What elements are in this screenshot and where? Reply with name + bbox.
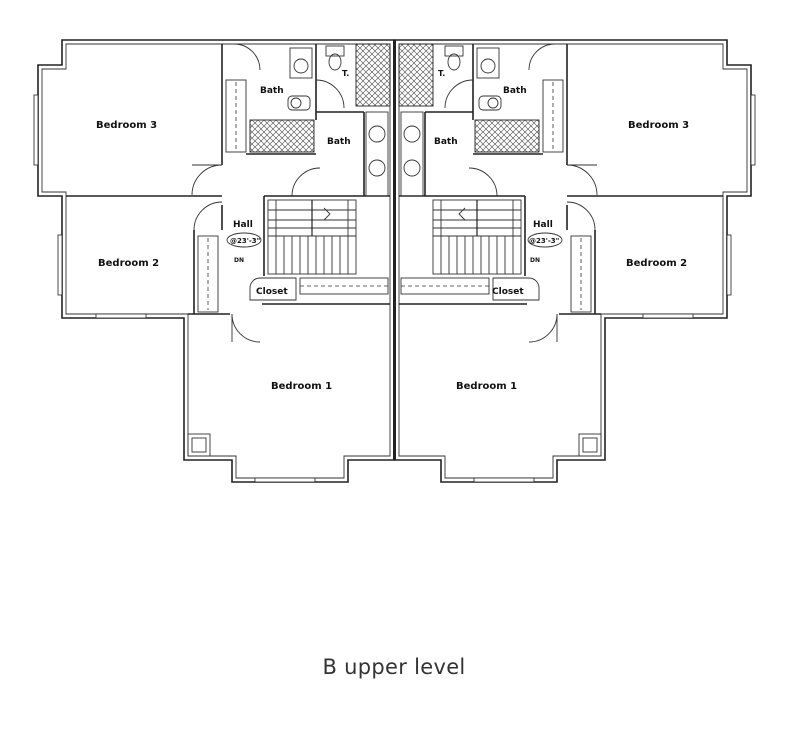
exterior-wall-inner (41, 43, 391, 479)
ceiling-tag: @23'-3" (529, 237, 559, 245)
sink-icon (403, 159, 421, 177)
ceiling-tag-outline (226, 232, 262, 248)
room-label-bedroom1: Bedroom 1 (456, 381, 517, 392)
unit-left: Bedroom 3 Bedroom 2 Bedroom 1 Bath Bath … (33, 39, 395, 483)
sink-icon (368, 159, 386, 177)
room-label-bath-lower: Bath (434, 137, 458, 147)
window (33, 94, 39, 166)
door-swing (444, 79, 474, 109)
ceiling-tag-outline (527, 232, 563, 248)
toilet-icon (480, 58, 496, 74)
toilet-tank (289, 47, 313, 79)
toilet-icon (328, 53, 342, 71)
room-label-bedroom3: Bedroom 3 (628, 120, 689, 131)
sink-icon (368, 125, 386, 143)
door-swing (233, 43, 261, 71)
door-swing (231, 313, 261, 343)
toilet-icon (447, 53, 461, 71)
room-label-hall: Hall (233, 220, 253, 230)
room-label-bath-upper: Bath (260, 86, 284, 96)
door-swing (315, 79, 345, 109)
exterior-wall-inner (398, 43, 748, 479)
tub-mark: T. (342, 69, 349, 78)
room-label-bath-lower: Bath (327, 137, 351, 147)
sink-bowl (487, 97, 499, 109)
door-swing (528, 313, 558, 343)
stair-arrow-icon (323, 207, 331, 221)
room-label-bedroom1: Bedroom 1 (271, 381, 332, 392)
door-swing (191, 164, 223, 196)
toilet-tank (476, 47, 500, 79)
corner-detail (191, 437, 207, 453)
corner-detail (187, 433, 211, 457)
shower-tile (249, 119, 315, 153)
closet-bedroom3 (225, 79, 247, 153)
door-swing (566, 201, 596, 231)
window (57, 234, 63, 296)
window (254, 477, 316, 483)
tub-mark: T. (438, 69, 445, 78)
exterior-wall (37, 39, 395, 483)
closet-bedroom2 (197, 235, 219, 313)
shower-tile (474, 119, 540, 153)
hall-closet (249, 277, 297, 301)
closet-bedroom2 (570, 235, 592, 313)
room-label-bedroom2: Bedroom 2 (626, 258, 687, 269)
sink-icon (478, 95, 502, 111)
toilet-tank (325, 45, 345, 57)
unit-right-labels: Bedroom 3 Bedroom 2 Bedroom 1 Bath Bath … (434, 69, 689, 392)
down-mark: DN (530, 257, 540, 264)
sink-bowl (290, 97, 302, 109)
room-label-bedroom3: Bedroom 3 (96, 120, 157, 131)
window (95, 313, 147, 319)
stairs (267, 199, 357, 275)
door-swing (193, 201, 223, 231)
room-label-bath-upper: Bath (503, 86, 527, 96)
tub-tile (398, 43, 434, 107)
room-label-bedroom2: Bedroom 2 (98, 258, 159, 269)
stair-arrow-icon (458, 207, 466, 221)
window (750, 94, 756, 166)
exterior-wall (394, 39, 752, 483)
window (642, 313, 694, 319)
down-mark: DN (234, 257, 244, 264)
vanity-counter (400, 111, 424, 197)
ceiling-tag: @23'-3" (230, 237, 260, 245)
room-label-closet: Closet (492, 287, 524, 297)
tub-tile (355, 43, 391, 107)
hall-closet (492, 277, 540, 301)
toilet-tank (444, 45, 464, 57)
unit-right (394, 39, 756, 483)
window (473, 477, 535, 483)
door-swing (566, 164, 598, 196)
sink-icon (287, 95, 311, 111)
door-swing (291, 167, 321, 197)
room-label-hall: Hall (533, 220, 553, 230)
stairs (432, 199, 522, 275)
sink-icon (403, 125, 421, 143)
corner-detail (582, 437, 598, 453)
window (726, 234, 732, 296)
plan-caption: B upper level (322, 655, 466, 679)
corner-detail (578, 433, 602, 457)
room-label-closet: Closet (256, 287, 288, 297)
door-swing (528, 43, 556, 71)
door-swing (468, 167, 498, 197)
vanity-counter (365, 111, 389, 197)
floor-plan: Bedroom 3 Bedroom 2 Bedroom 1 Bath Bath … (33, 39, 756, 483)
closet-bedroom3 (542, 79, 564, 153)
toilet-icon (293, 58, 309, 74)
